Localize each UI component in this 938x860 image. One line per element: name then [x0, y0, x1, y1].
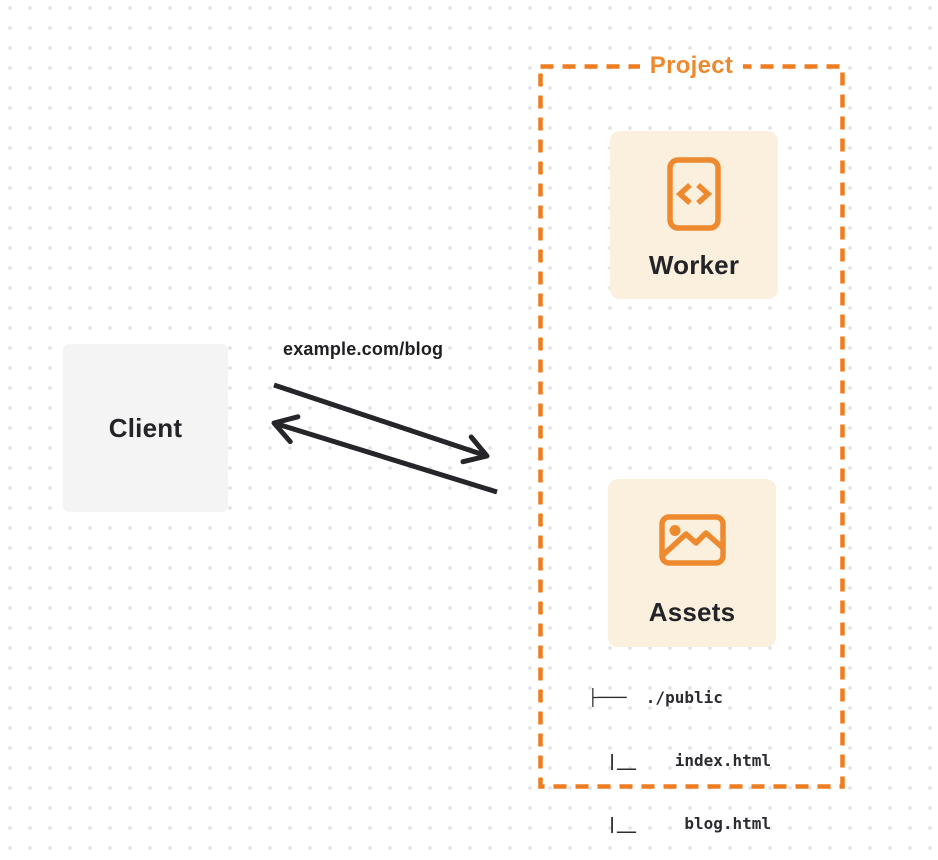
assets-label: Assets [648, 597, 736, 627]
project-group: Project [540, 50, 843, 82]
project-group-label: Project [639, 50, 744, 82]
file-tree-line: ├─── ./public [588, 688, 723, 707]
file-tree-line: |__ index.html [588, 751, 772, 770]
image-icon [658, 514, 726, 566]
request-url-label: example.com/blog [283, 339, 444, 359]
worker-node: Worker [610, 131, 778, 299]
assets-file-tree: ├─── ./public |__ index.html |__ blog.ht… [588, 645, 771, 860]
client-node: Client [63, 344, 228, 512]
file-tree-line: |__ blog.html [588, 814, 772, 833]
request-arrow [273, 382, 490, 465]
response-arrow [271, 414, 498, 495]
assets-node: Assets [608, 479, 776, 647]
code-document-icon [667, 157, 721, 231]
client-label: Client [108, 412, 183, 443]
worker-label: Worker [648, 250, 740, 280]
